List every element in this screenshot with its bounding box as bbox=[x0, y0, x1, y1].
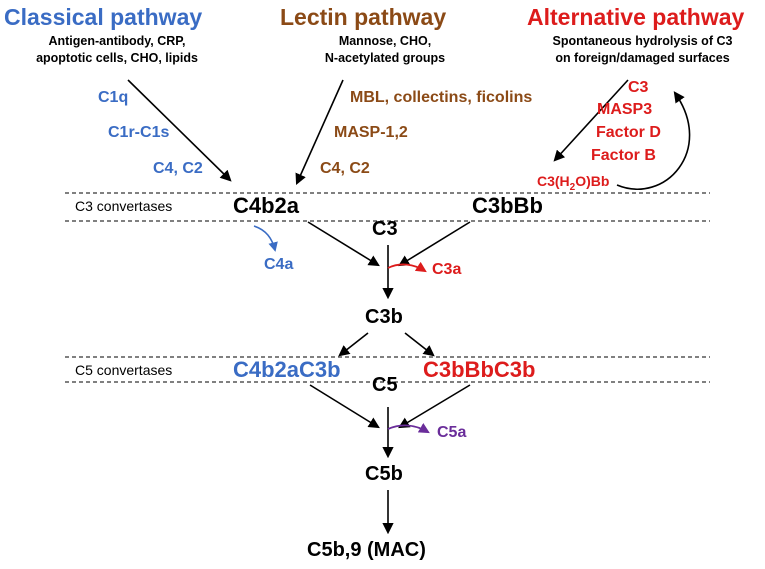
alternative-loop-arrow bbox=[616, 91, 691, 190]
c3b-to-classical-c5-arrow bbox=[338, 332, 369, 357]
alternative-component: C3 bbox=[628, 79, 649, 96]
classical-pathway-title: Classical pathway bbox=[4, 4, 203, 30]
classical-component: C1q bbox=[98, 89, 129, 106]
c3-substrate: C3 bbox=[372, 218, 398, 240]
lectin-trigger-line: Mannose, CHO, bbox=[338, 34, 432, 48]
alternative-pathway-title: Alternative pathway bbox=[527, 4, 745, 30]
classical-triggers: Antigen-antibody, CRP, apoptotic cells, … bbox=[12, 33, 222, 67]
mac-complex: C5b,9 (MAC) bbox=[307, 539, 426, 561]
c3b-fragment: C3b bbox=[365, 306, 403, 328]
lectin-trigger-line: N-acetylated groups bbox=[324, 51, 446, 65]
classical-component: C4, C2 bbox=[153, 160, 203, 177]
classical-trigger-line: Antigen-antibody, CRP, bbox=[48, 34, 186, 48]
classical-c5-to-c5-arrow bbox=[309, 384, 380, 429]
classical-trigger-line: apoptotic cells, CHO, lipids bbox=[36, 51, 198, 65]
alternative-c5-to-c5-arrow bbox=[398, 384, 471, 429]
c4b2a-convertase: C4b2a bbox=[233, 193, 300, 218]
c3h2obb-subscript: 2 bbox=[569, 181, 576, 193]
c3h2obb-suffix: O)Bb bbox=[575, 173, 610, 189]
lectin-component: MASP-1,2 bbox=[334, 124, 408, 141]
lectin-pathway-title: Lectin pathway bbox=[280, 4, 447, 30]
alternative-component: Factor B bbox=[591, 147, 656, 164]
c5a-fragment: C5a bbox=[437, 424, 467, 441]
c5a-arrow bbox=[387, 422, 430, 434]
alternative-arrow bbox=[553, 79, 629, 162]
c3a-arrow bbox=[387, 261, 427, 273]
alternative-trigger-line: on foreign/damaged surfaces bbox=[555, 51, 730, 65]
c4b2ac3b-convertase: C4b2aC3b bbox=[233, 357, 341, 382]
classical-arrow bbox=[127, 79, 232, 182]
c3bbb-to-c3-arrow bbox=[398, 221, 471, 267]
lectin-arrow bbox=[295, 79, 344, 186]
c4a-fragment: C4a bbox=[264, 256, 294, 273]
lectin-triggers: Mannose, CHO, N-acetylated groups bbox=[290, 33, 480, 67]
c5-convertases-label: C5 convertases bbox=[75, 362, 173, 378]
alternative-component: Factor D bbox=[596, 124, 661, 141]
c5-substrate: C5 bbox=[372, 374, 398, 396]
c4b2a-to-c3-arrow bbox=[307, 221, 380, 267]
c3h2obb-complex: C3(H2O)Bb bbox=[537, 173, 609, 193]
c3-convertases-label: C3 convertases bbox=[75, 198, 173, 214]
c3a-fragment: C3a bbox=[432, 261, 462, 278]
lectin-component: C4, C2 bbox=[320, 160, 370, 177]
c5b-fragment: C5b bbox=[365, 463, 403, 485]
c3b-to-alternative-c5-arrow bbox=[404, 332, 435, 357]
alternative-triggers: Spontaneous hydrolysis of C3 on foreign/… bbox=[530, 33, 755, 67]
c3bbb-convertase: C3bBb bbox=[472, 193, 543, 218]
alternative-trigger-line: Spontaneous hydrolysis of C3 bbox=[552, 34, 733, 48]
alternative-component: MASP3 bbox=[597, 101, 653, 118]
classical-component: C1r-C1s bbox=[108, 124, 170, 141]
c3h2obb-prefix: C3(H bbox=[537, 173, 570, 189]
c4a-arrow bbox=[253, 225, 278, 252]
lectin-component: MBL, collectins, ficolins bbox=[350, 89, 533, 106]
c3bbbc3b-convertase: C3bBbC3b bbox=[423, 357, 536, 382]
